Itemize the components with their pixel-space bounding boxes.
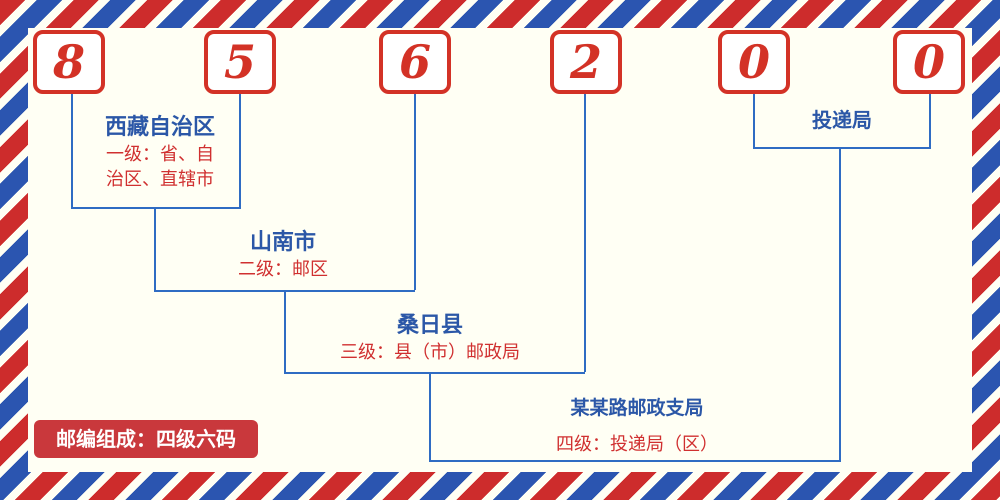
connector-line [753, 147, 931, 149]
digit-box-2: 5 [204, 30, 276, 94]
delivery-office-name: 投递局 [812, 108, 872, 132]
connector-line [429, 372, 431, 460]
connector-line [839, 147, 841, 460]
digit-box-6: 0 [893, 30, 965, 94]
connector-line [414, 94, 416, 290]
delivery-office-label-group: 投递局 [762, 106, 922, 134]
canvas [28, 28, 972, 472]
connector-line [154, 207, 156, 290]
region-name-county: 桑日县 [396, 313, 463, 338]
connector-line [753, 94, 755, 147]
level2-label-group: 山南市 二级：邮区 [183, 229, 383, 282]
connector-line [239, 94, 241, 207]
postal-digit-3: 6 [398, 35, 431, 89]
connector-line [584, 94, 586, 372]
connector-line [429, 460, 841, 462]
level4-label-group: 某某路邮政支局 四级：投递局（区） [512, 396, 762, 457]
connector-line [71, 207, 241, 209]
level3-label-group: 桑日县 三级：县（市）邮政局 [305, 312, 555, 365]
level2-description: 二级：邮区 [238, 259, 328, 280]
postal-digit-6: 0 [912, 35, 945, 89]
postal-digit-4: 2 [569, 35, 602, 89]
connector-line [71, 94, 73, 207]
postal-code-composition-badge: 邮编组成：四级六码 [34, 420, 258, 458]
digit-box-5: 0 [718, 30, 790, 94]
digit-box-4: 2 [550, 30, 622, 94]
digit-box-1: 8 [33, 30, 105, 94]
digit-box-3: 6 [379, 30, 451, 94]
postal-digit-5: 0 [737, 35, 770, 89]
postal-digit-1: 8 [52, 35, 85, 89]
region-name-branch-office: 某某路邮政支局 [570, 397, 704, 419]
connector-line [929, 94, 931, 147]
connector-line [284, 372, 585, 374]
level4-description: 四级：投递局（区） [556, 434, 718, 455]
level1-label-group: 西藏自治区 一级：省、自 治区、直辖市 [60, 114, 260, 192]
level1-description-line2: 治区、直辖市 [106, 169, 214, 190]
level1-description-line1: 一级：省、自 [106, 144, 214, 165]
level3-description: 三级：县（市）邮政局 [340, 342, 520, 363]
region-name-province: 西藏自治区 [104, 115, 215, 140]
connector-line [284, 290, 286, 372]
postal-digit-2: 5 [223, 35, 256, 89]
region-name-city: 山南市 [249, 230, 316, 255]
